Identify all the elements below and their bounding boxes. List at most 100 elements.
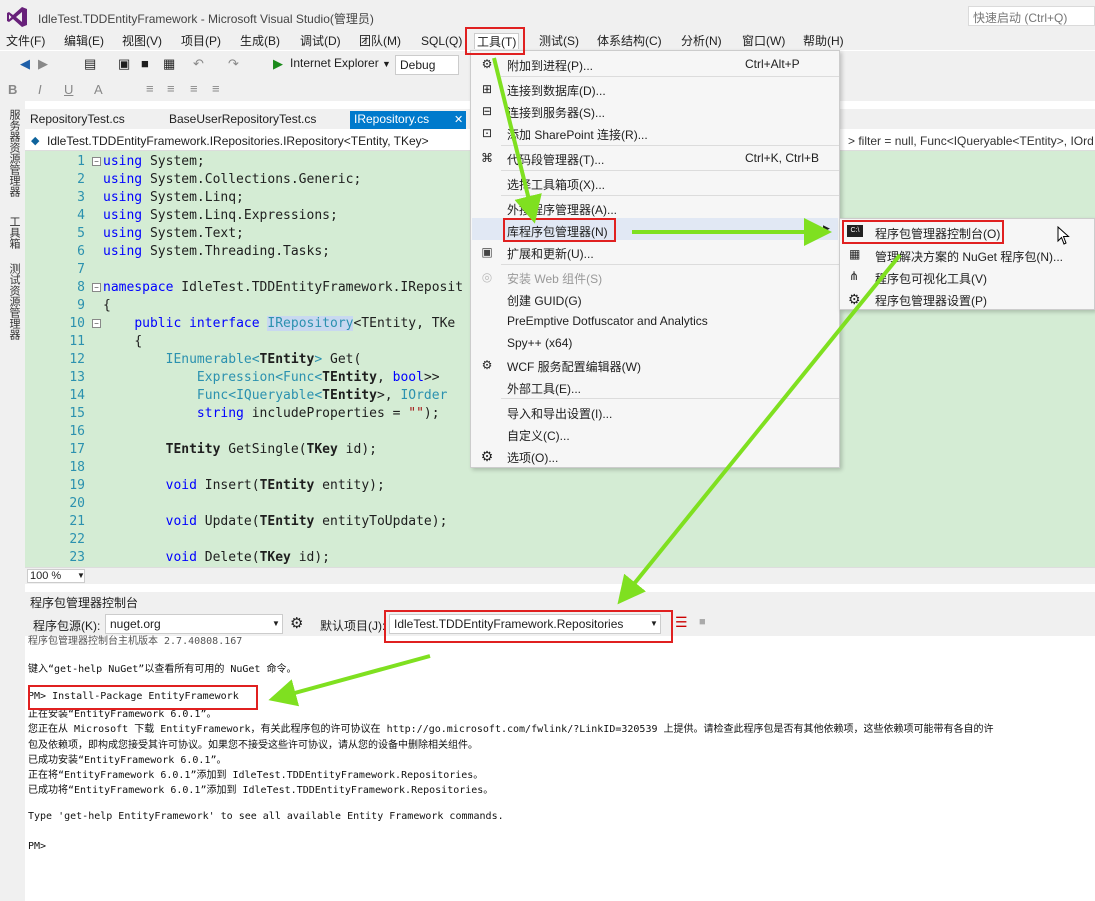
code-token: id); (290, 550, 331, 565)
redo-icon[interactable]: ↷ (228, 56, 239, 71)
menu-item-customize[interactable]: 自定义(C)... (507, 429, 570, 443)
menu-test[interactable]: 测试(S) (539, 34, 579, 48)
chevron-down-icon[interactable]: ▼ (382, 59, 391, 69)
menu-item-wcf-editor[interactable]: WCF 服务配置编辑器(W) (507, 360, 641, 374)
line-number: 9 (77, 298, 85, 313)
open-file-icon[interactable]: ▣ (118, 56, 131, 71)
chevron-down-icon[interactable]: ▼ (650, 619, 658, 628)
code-line: void Insert(TEntity entity); (103, 477, 385, 495)
line-number: 4 (77, 208, 85, 223)
menu-item-options[interactable]: 选项(O)... (507, 451, 559, 465)
menu-view[interactable]: 视图(V) (122, 34, 162, 48)
menu-item-dotfuscator[interactable]: PreEmptive Dotfuscator and Analytics (507, 314, 708, 328)
submenu-item-visualizer[interactable]: 程序包可视化工具(V) (875, 272, 987, 286)
default-project-dropdown[interactable]: IdleTest.TDDEntityFramework.Repositories (389, 614, 661, 634)
menu-item-snippets[interactable]: 代码段管理器(T)... (507, 153, 605, 167)
submenu-item-console[interactable]: 程序包管理器控制台(O) (875, 227, 1001, 241)
snippets-icon: ⌘ (481, 151, 493, 165)
line-number: 6 (77, 244, 85, 259)
sharepoint-icon: ⊡ (481, 126, 493, 140)
tab-irepository[interactable]: IRepository.cs (350, 111, 466, 129)
menu-tools[interactable]: 工具(T) (474, 33, 520, 49)
align-left-icon[interactable]: ≡ (146, 81, 154, 96)
menu-project[interactable]: 项目(P) (181, 34, 221, 48)
type-navigator[interactable]: IdleTest.TDDEntityFramework.IRepositorie… (47, 134, 429, 148)
toolbox-tab[interactable]: 工具箱 (8, 216, 20, 249)
menu-item-addin-manager[interactable]: 外接程序管理器(A)... (507, 203, 617, 217)
menu-item-connect-server[interactable]: 连接到服务器(S)... (507, 106, 605, 120)
collapse-icon[interactable]: − (92, 319, 101, 328)
menu-item-create-guid[interactable]: 创建 GUID(G) (507, 294, 582, 308)
new-project-icon[interactable]: ▤ (84, 56, 97, 71)
line-number: 23 (69, 550, 85, 565)
menu-separator (501, 398, 839, 399)
clear-console-icon[interactable]: ☰ (675, 614, 688, 630)
submenu-item-manage-nuget[interactable]: 管理解决方案的 NuGet 程序包(N)... (875, 250, 1064, 264)
save-all-icon[interactable]: ▦ (163, 56, 176, 71)
italic-icon[interactable]: I (38, 82, 42, 97)
menu-item-sharepoint[interactable]: 添加 SharePoint 连接(R)... (507, 128, 648, 142)
menu-debug[interactable]: 调试(D) (300, 34, 341, 48)
tab-base-user-repository-test[interactable]: BaseUserRepositoryTest.cs (169, 112, 317, 126)
menu-architecture[interactable]: 体系结构(C) (597, 34, 662, 48)
pmc-console[interactable]: 程序包管理器控制台主机版本 2.7.40808.167 键入“get-help … (25, 636, 1095, 901)
console-prompt[interactable]: PM> (28, 841, 47, 852)
test-explorer-tab[interactable]: 测试资源管理器 (8, 263, 20, 340)
menu-analyze[interactable]: 分析(N) (681, 34, 722, 48)
collapse-icon[interactable]: − (92, 157, 101, 166)
member-navigator[interactable]: > filter = null, Func<IQueryable<TEntity… (848, 134, 1094, 148)
font-color-icon[interactable]: A (94, 82, 103, 97)
tab-repository-test[interactable]: RepositoryTest.cs (30, 112, 125, 126)
bold-icon[interactable]: B (8, 82, 18, 97)
menu-item-library-package-manager[interactable]: 库程序包管理器(N) (507, 225, 608, 239)
collapse-icon[interactable]: − (92, 283, 101, 292)
browser-selector[interactable]: Internet Explorer (290, 56, 379, 70)
code-token: TKey (259, 550, 291, 565)
config-dropdown[interactable]: Debug (395, 55, 459, 75)
menu-item-web-components: 安装 Web 组件(S) (507, 272, 603, 286)
line-number: 21 (69, 514, 85, 529)
visualizer-icon: ⋔ (849, 269, 860, 283)
title-bar (0, 0, 1095, 32)
menu-item-import-export[interactable]: 导入和导出设置(I)... (507, 407, 613, 421)
menu-build[interactable]: 生成(B) (240, 34, 280, 48)
menu-item-highlight (472, 218, 838, 240)
menu-item-connect-database[interactable]: 连接到数据库(D)... (507, 84, 606, 98)
code-line: using System.Text; (103, 225, 244, 243)
code-token: IEnumerable (165, 352, 252, 367)
settings-gear-icon[interactable]: ⚙ (290, 615, 304, 632)
menu-item-spy[interactable]: Spy++ (x64) (507, 336, 573, 350)
menu-file[interactable]: 文件(F) (6, 34, 46, 48)
zoom-dropdown[interactable]: 100 % (27, 569, 85, 583)
close-tab-icon[interactable]: ✕ (454, 114, 464, 126)
line-number: 16 (69, 424, 85, 439)
menu-window[interactable]: 窗口(W) (742, 34, 786, 48)
code-line: IEnumerable<TEntity> Get( (165, 352, 362, 367)
code-line: Expression<Func<TEntity, bool>> (196, 370, 440, 385)
menu-help[interactable]: 帮助(H) (803, 34, 844, 48)
code-token: entityToUpdate); (314, 514, 448, 529)
underline-icon[interactable]: U (64, 82, 74, 97)
quick-launch-input[interactable]: 快速启动 (Ctrl+Q) (968, 6, 1095, 26)
menu-sql[interactable]: SQL(Q) (421, 34, 463, 48)
submenu-item-settings[interactable]: 程序包管理器设置(P) (875, 294, 987, 308)
menu-item-external-tools[interactable]: 外部工具(E)... (507, 382, 581, 396)
menu-edit[interactable]: 编辑(E) (64, 34, 104, 48)
undo-icon[interactable]: ↶ (193, 56, 204, 71)
align-right-icon[interactable]: ≡ (190, 81, 198, 96)
back-icon[interactable]: ◀ (20, 56, 30, 71)
forward-icon[interactable]: ▶ (38, 56, 48, 71)
start-debug-icon[interactable]: ▶ (273, 56, 283, 71)
align-center-icon[interactable]: ≡ (167, 81, 175, 96)
save-icon[interactable]: ■ (141, 56, 149, 71)
menu-item-attach-process[interactable]: 附加到进程(P)... (507, 59, 593, 73)
package-source-dropdown[interactable]: nuget.org (105, 614, 283, 634)
stop-icon[interactable]: ■ (699, 616, 706, 628)
menu-item-extensions[interactable]: 扩展和更新(U)... (507, 247, 594, 261)
server-explorer-tab[interactable]: 服务器资源管理器 (8, 109, 20, 197)
justify-icon[interactable]: ≡ (212, 81, 220, 96)
menu-item-toolbox-items[interactable]: 选择工具箱项(X)... (507, 178, 605, 192)
chevron-down-icon[interactable]: ▼ (77, 571, 85, 580)
chevron-down-icon[interactable]: ▼ (272, 619, 280, 628)
menu-team[interactable]: 团队(M) (359, 34, 401, 48)
